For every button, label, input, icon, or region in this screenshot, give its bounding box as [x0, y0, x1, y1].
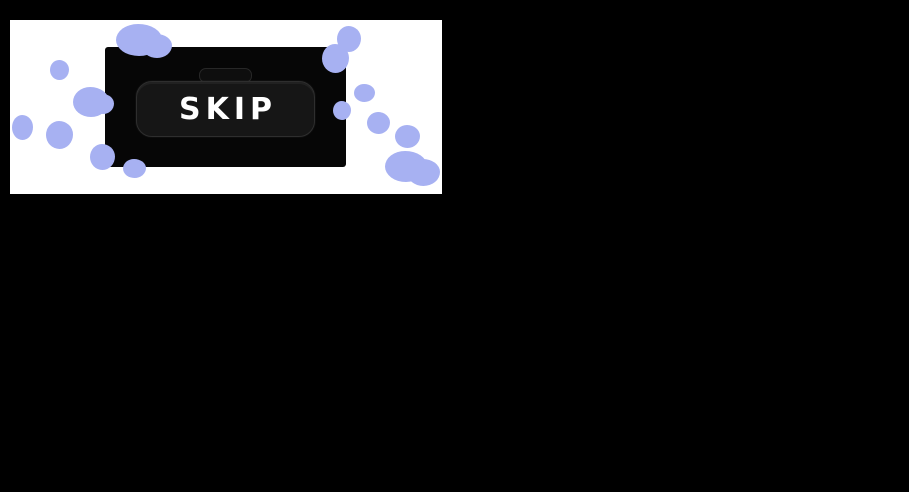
- paint-blob: [367, 112, 390, 134]
- paint-blob: [407, 159, 440, 186]
- drawing-canvas[interactable]: SKIP: [10, 20, 442, 194]
- paint-blob: [385, 151, 427, 182]
- skip-button[interactable]: SKIP: [136, 81, 315, 137]
- skip-panel: SKIP: [105, 47, 346, 167]
- paint-blob: [73, 87, 109, 117]
- paint-blob: [12, 115, 33, 140]
- paint-blob: [395, 125, 420, 148]
- paint-blob: [50, 60, 69, 80]
- paint-blob: [46, 121, 73, 149]
- paint-blob: [354, 84, 375, 102]
